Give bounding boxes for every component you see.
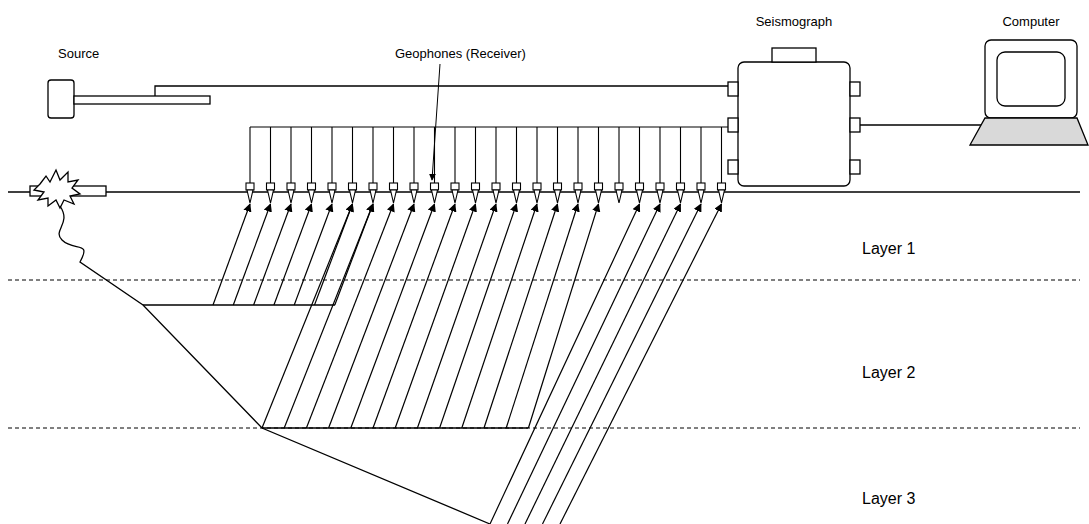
source-label: Source [58,46,99,61]
seismograph-label: Seismograph [756,14,833,29]
layer-label: Layer 2 [862,364,915,382]
layer-label: Layer 1 [862,240,915,258]
layer-label: Layer 3 [862,490,915,508]
receiver-label: Geophones (Receiver) [395,46,526,61]
computer-label: Computer [1002,14,1059,29]
